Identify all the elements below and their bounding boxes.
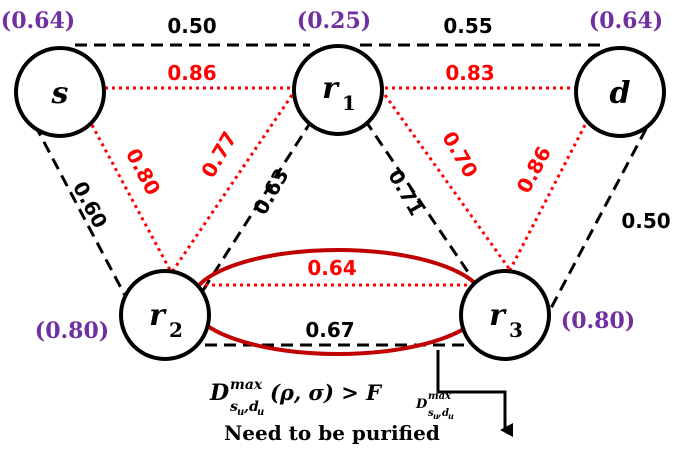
node-r1: r 1: [292, 44, 384, 136]
formula-sub-u1: u: [237, 407, 244, 418]
formula-f-sub-sub-u2: u: [448, 411, 454, 421]
label-r2-r3-red: 0.64: [307, 256, 356, 280]
formula-f-sub-sub-u1: u: [433, 411, 439, 421]
label-r1-d-black: 0.55: [443, 14, 492, 38]
purify-note: Need to be purified: [224, 421, 440, 445]
label-s-r2-black: 0.60: [68, 177, 112, 232]
node-s-label: s: [51, 76, 69, 111]
weight-r3: (0.80): [561, 308, 635, 334]
node-d-label: d: [610, 76, 631, 111]
label-r1-r3-black: 0.71: [383, 165, 428, 220]
formula-sub-d: d: [249, 399, 259, 415]
edge-s-r2-red: [90, 124, 172, 271]
annotation-arrow-head: [500, 423, 513, 437]
node-d: d: [574, 46, 666, 138]
formula-sub-s: s: [230, 399, 238, 415]
formula-f-sub-sup: max: [428, 391, 452, 402]
formula-f-sub-sub-d: d: [442, 408, 449, 419]
formula-f-sub-sub-s: s: [428, 408, 434, 419]
weight-r1: (0.25): [297, 8, 371, 34]
label-s-r1-black: 0.50: [167, 14, 216, 38]
weight-r2: (0.80): [35, 318, 109, 344]
node-r1-sub: 1: [342, 91, 356, 115]
edge-r1-r3-black: [363, 119, 472, 276]
node-r2-sub: 2: [169, 318, 183, 342]
node-r2: r 2: [119, 269, 211, 361]
node-r2-label: r: [149, 298, 167, 333]
formula-sup: max: [230, 377, 263, 393]
label-s-r1-red: 0.86: [167, 61, 216, 85]
edge-d-r3-red: [508, 124, 587, 271]
weight-d: (0.64): [589, 8, 663, 34]
label-r2-r3-black: 0.67: [305, 318, 354, 342]
label-s-r2-red: 0.80: [121, 144, 165, 199]
formula-f-sub: D: [415, 397, 428, 412]
label-r1-r2-red: 0.77: [196, 127, 241, 182]
node-r3-sub: 3: [509, 318, 523, 342]
label-d-r3-black: 0.50: [621, 209, 670, 233]
label-r1-r2-black: 0.63: [248, 164, 293, 219]
edge-r1-r2-red: [170, 94, 294, 273]
formula-sub-comma: ,: [243, 399, 249, 415]
node-r1-label: r: [322, 71, 340, 106]
edge-s-r2-black: [33, 124, 132, 306]
formula-sub-u2: u: [257, 407, 264, 418]
node-r3-label: r: [489, 298, 507, 333]
label-r1-d-red: 0.83: [445, 61, 494, 85]
node-s: s: [14, 46, 106, 138]
formula-main: D: [209, 380, 229, 406]
purify-condition-formula: D max s u , d u (ρ, σ) > F D max s u , d…: [209, 377, 454, 421]
node-r3: r 3: [459, 269, 551, 361]
formula-args: (ρ, σ) > F: [270, 380, 383, 405]
weight-s: (0.64): [1, 8, 75, 34]
label-d-r3-red: 0.86: [512, 142, 556, 197]
edge-r1-r3-red: [383, 94, 512, 271]
label-r1-r3-red: 0.70: [437, 127, 482, 182]
formula-f-sub-sub-comma: ,: [437, 408, 441, 419]
edge-r1-r2-black: [198, 119, 314, 296]
